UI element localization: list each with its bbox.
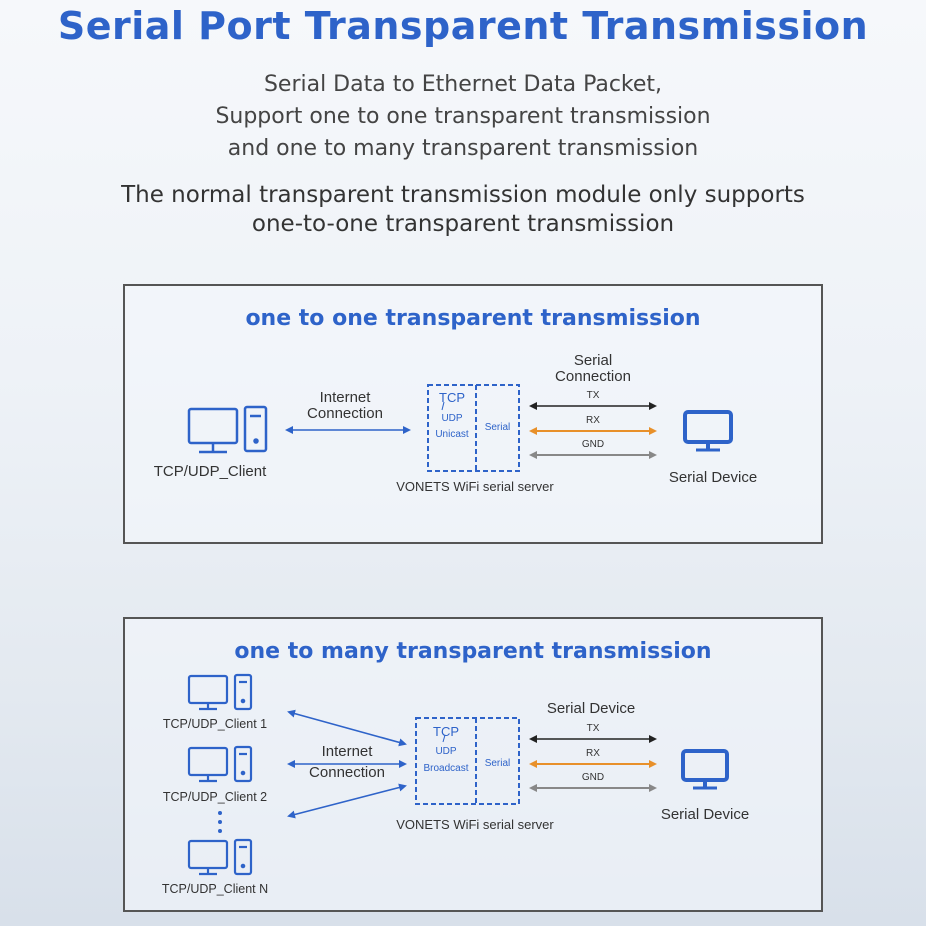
more-clients-dots: [218, 811, 222, 833]
monitor-icon: [683, 410, 733, 452]
tx-label: TX: [586, 723, 600, 734]
internet-arrow-1: [287, 709, 407, 747]
device-label: Serial Device: [660, 806, 750, 823]
computer-icon-client-2: [187, 745, 253, 783]
internet-label-1: Internet: [319, 389, 371, 406]
page-title: Serial Port Transparent Transmission: [57, 4, 869, 48]
box-serial-label: Serial: [484, 758, 511, 769]
client-1-label: TCP/UDP_Client 1: [162, 717, 268, 731]
device-label: Serial Device: [668, 469, 758, 486]
one-to-one-diagram: [187, 384, 733, 472]
subtitle-line-2: Support one to one transparent transmiss…: [215, 104, 711, 129]
box-udp-label: UDP: [435, 746, 457, 757]
one-to-one-panel: one to one transparent transmission: [123, 284, 823, 544]
server-label: VONETS WiFi serial server: [396, 817, 554, 832]
computer-icon: [187, 405, 268, 454]
note-line-1: The normal transparent transmission modu…: [121, 182, 805, 208]
computer-icon-client-n: [187, 838, 253, 876]
client-label: TCP/UDP_Client: [153, 463, 267, 480]
internet-label-1: Internet: [321, 743, 373, 760]
gnd-label: GND: [581, 772, 605, 783]
rx-label: RX: [586, 415, 600, 426]
server-label: VONETS WiFi serial server: [396, 479, 554, 494]
serial-conn-label-1: Serial: [573, 352, 613, 369]
tx-label: TX: [586, 390, 600, 401]
serial-conn-label-2: Connection: [555, 368, 631, 385]
subtitle-line-3: and one to many transparent transmission: [227, 136, 699, 161]
box-mode-label: Unicast: [435, 429, 469, 440]
box-tcp-label: TCP: [439, 390, 465, 405]
internet-label-2: Connection: [307, 405, 383, 422]
one-to-many-diagram: [187, 673, 729, 876]
rx-label: RX: [586, 748, 600, 759]
one-to-many-panel: one to many transparent transmission: [123, 617, 823, 912]
internet-arrow-n: [287, 783, 407, 819]
client-2-label: TCP/UDP_Client 2: [162, 790, 268, 804]
note-line-2: one-to-one transparent transmission: [251, 211, 675, 237]
gnd-label: GND: [581, 439, 605, 450]
subtitle-line-1: Serial Data to Ethernet Data Packet,: [263, 72, 663, 97]
client-n-label: TCP/UDP_Client N: [161, 882, 269, 896]
box-mode-label: Broadcast: [423, 763, 469, 774]
serial-header-label: Serial Device: [546, 700, 636, 717]
box-serial-label: Serial: [484, 422, 511, 433]
internet-label-2: Connection: [309, 764, 385, 781]
panel-one-title: one to one transparent transmission: [245, 306, 701, 331]
server-box: [427, 384, 520, 472]
box-udp-label: UDP: [441, 413, 463, 424]
panel-many-title: one to many transparent transmission: [234, 639, 712, 664]
computer-icon-client-1: [187, 673, 253, 711]
box-tcp-label: TCP: [433, 724, 459, 739]
server-box: [415, 717, 520, 805]
monitor-icon: [681, 749, 729, 790]
